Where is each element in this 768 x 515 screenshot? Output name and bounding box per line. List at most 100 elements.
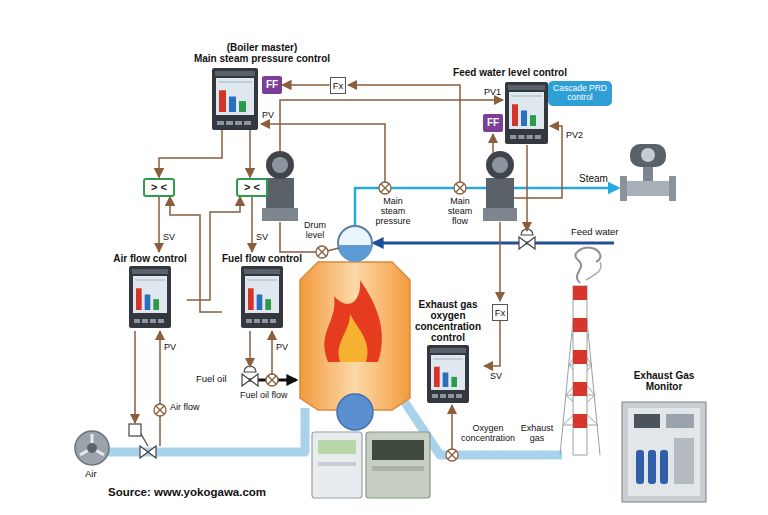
cabinet-panel bbox=[628, 408, 700, 496]
exhaust-stack bbox=[560, 248, 601, 455]
annotation-label: Air bbox=[85, 469, 97, 480]
smoke bbox=[575, 248, 600, 283]
sensor-cross bbox=[456, 184, 464, 192]
trend-bar bbox=[248, 288, 254, 310]
oxygen-sensor-symbol bbox=[446, 449, 458, 461]
selector-block: > < bbox=[143, 178, 175, 197]
gas-bottle bbox=[660, 450, 668, 484]
controller-key bbox=[262, 319, 268, 323]
lower-drum bbox=[337, 394, 373, 430]
function-block: Fx bbox=[330, 77, 347, 94]
sensor-circle bbox=[154, 404, 166, 416]
analyzer-keys bbox=[372, 466, 424, 471]
controller-housing bbox=[427, 345, 469, 403]
fan-blades bbox=[80, 434, 104, 455]
transmitter-head bbox=[486, 151, 514, 179]
annotation-label: Oxygen concentration bbox=[458, 423, 518, 443]
screen-gridline bbox=[433, 359, 463, 360]
signal-wire bbox=[514, 126, 562, 198]
controller-unit bbox=[427, 345, 469, 403]
transmitter-body bbox=[486, 178, 514, 210]
controller-title: Fuel flow control bbox=[222, 253, 302, 264]
controller-key bbox=[235, 121, 242, 125]
controller-strip bbox=[508, 85, 545, 90]
flow-sensor-symbol bbox=[266, 374, 278, 386]
sensor-cross bbox=[318, 248, 326, 256]
cabinet-housing bbox=[622, 402, 706, 502]
trend-bar bbox=[521, 111, 527, 127]
trend-bar bbox=[239, 101, 246, 112]
controller-title: Air flow control bbox=[113, 253, 186, 264]
source-caption: Source: www.yokogawa.com bbox=[108, 486, 266, 499]
screen-gridline bbox=[247, 280, 277, 281]
annotation-label: PV bbox=[276, 342, 288, 352]
signal-wire bbox=[159, 331, 161, 446]
transmitter-flange bbox=[262, 208, 298, 221]
controller-key bbox=[226, 121, 233, 125]
trend-bar bbox=[229, 97, 236, 113]
feedforward-badge: FF bbox=[262, 76, 282, 94]
signal-wire bbox=[526, 145, 528, 231]
signal-wire bbox=[134, 331, 136, 423]
burner-flame-core bbox=[339, 314, 368, 362]
meter-pipe bbox=[624, 181, 672, 196]
chimney-stripe bbox=[573, 414, 587, 428]
annotation-label: PV1 bbox=[484, 87, 501, 97]
sensor-cross bbox=[448, 451, 456, 459]
block-text: Fx bbox=[333, 80, 344, 91]
controller-key bbox=[518, 135, 524, 139]
signal-wire bbox=[348, 85, 460, 182]
annotation-label: Air flow bbox=[170, 402, 200, 412]
controller-key bbox=[535, 135, 541, 139]
signal-line bbox=[484, 321, 500, 367]
analyzer-display bbox=[318, 440, 356, 454]
annotation-label: SV bbox=[163, 232, 175, 242]
cabinet-display bbox=[634, 414, 660, 428]
annotation-label: Exhaust gas bbox=[519, 423, 555, 443]
annotation-label: Exhaust Gas Monitor bbox=[620, 370, 708, 392]
controller-key bbox=[527, 135, 533, 139]
pressure-sensor-symbol bbox=[379, 182, 391, 194]
drum-water bbox=[338, 245, 372, 262]
cabinet-module bbox=[674, 438, 694, 484]
transmitter-flange bbox=[483, 208, 517, 221]
trend-bar bbox=[443, 373, 449, 388]
analyzer-housing bbox=[312, 432, 362, 498]
sensor-circle bbox=[446, 449, 458, 461]
signal-line bbox=[282, 84, 330, 86]
controller-key bbox=[142, 319, 148, 323]
controller-screen bbox=[245, 276, 279, 313]
function-block: Fx bbox=[492, 304, 509, 321]
analyzer-housing bbox=[366, 432, 430, 498]
signal-line bbox=[187, 197, 240, 301]
controller-key bbox=[510, 135, 516, 139]
sensor-circle bbox=[266, 374, 278, 386]
mode-badge: Cascade PRD control bbox=[548, 81, 612, 106]
controller-screen bbox=[431, 355, 465, 390]
controller-key bbox=[440, 394, 446, 398]
trend-bar bbox=[145, 295, 151, 311]
chimney-stripe bbox=[573, 350, 587, 364]
air-damper bbox=[140, 446, 156, 458]
signal-wire bbox=[249, 331, 251, 367]
annotation-label: PV bbox=[262, 110, 274, 120]
controller-unit bbox=[241, 266, 283, 328]
annotation-label: PV bbox=[164, 342, 176, 352]
transmitter-head bbox=[266, 151, 294, 179]
controller: Fuel flow control bbox=[222, 252, 302, 328]
signal-wire bbox=[271, 331, 273, 374]
fuel-valve bbox=[242, 374, 258, 386]
controller-strip bbox=[215, 71, 255, 76]
meter-flange bbox=[669, 176, 676, 201]
controller-strip bbox=[430, 348, 466, 353]
controller-screen bbox=[133, 276, 167, 313]
controller-title: Feed water level control bbox=[445, 67, 575, 78]
feed-water-line bbox=[374, 242, 614, 245]
gas-bottle bbox=[636, 450, 644, 484]
air-duct bbox=[108, 408, 305, 452]
selector-block: > < bbox=[236, 178, 268, 197]
sensor-cross bbox=[268, 376, 276, 384]
